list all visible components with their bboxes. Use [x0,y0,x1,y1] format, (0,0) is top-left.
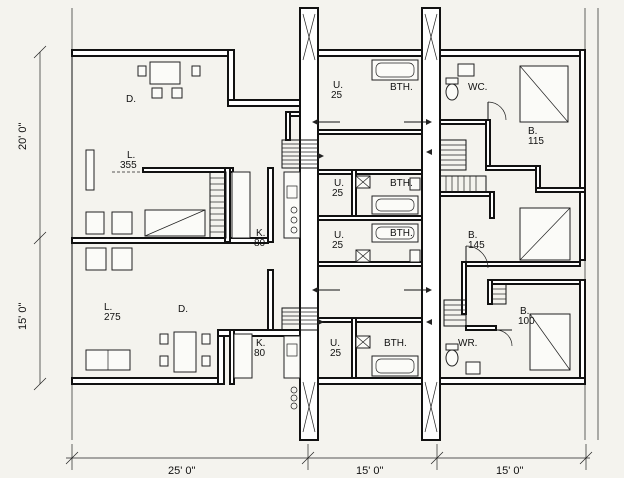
room-area-living-bottom: 275 [104,312,121,323]
room-area-living-top: 355 [120,160,137,171]
dimension-bottom-3: 15' 0" [496,465,524,477]
dimension-lines: 20' 0" 15' 0" 25' 0" 15' 0" 15' 0" [17,45,593,477]
room-area-bed-1: 115 [528,136,544,147]
room-label-bath-1: BTH. [390,82,413,93]
room-label-bath-4: BTH. [384,338,407,349]
room-labels: D. L. 355 K. 80 U. 25 BTH. WC. B. 115 U.… [104,80,544,359]
dimension-bottom-2: 15' 0" [356,465,384,477]
room-label-bath-2: BTH. [390,178,413,189]
room-area-utility-1: 25 [331,90,343,101]
structural-shafts [299,7,441,441]
room-label-living-top: L. [127,150,135,161]
room-area-utility-3: 25 [332,240,344,251]
room-area-kitchen-top: 80 [254,238,266,249]
room-area-utility-4: 25 [330,348,342,359]
dimension-left-top: 20' 0" [17,122,29,150]
room-area-utility-2: 25 [332,188,344,199]
dimension-bottom-1: 25' 0" [168,465,196,477]
circulation-arrows [312,119,432,325]
room-label-bath-3: BTH. [390,228,413,239]
room-label-living-bottom: L. [104,302,112,313]
room-area-bed-3: 100 [518,316,535,327]
room-label-utility-4: U. [330,338,340,349]
room-label-utility-3: U. [334,230,344,241]
room-label-bed-3: B. [520,306,529,317]
room-label-utility-1: U. [333,80,343,91]
room-label-dining-bottom: D. [178,304,188,315]
room-label-kitchen-top: K. [256,228,265,239]
room-area-bed-2: 145 [468,240,485,251]
room-label-kitchen-bottom: K. [256,338,265,349]
room-label-bed-2: B. [468,230,477,241]
room-label-dining-top: D. [126,94,136,105]
room-label-utility-2: U. [334,178,344,189]
dimension-left-bottom: 15' 0" [17,302,29,330]
room-label-wc: WC. [468,82,487,93]
room-label-bed-1: B. [528,126,537,137]
interior-walls [142,111,586,385]
doors [465,101,513,347]
room-area-kitchen-bottom: 80 [254,348,266,359]
room-label-wr: WR. [458,338,477,349]
furniture [85,59,571,410]
